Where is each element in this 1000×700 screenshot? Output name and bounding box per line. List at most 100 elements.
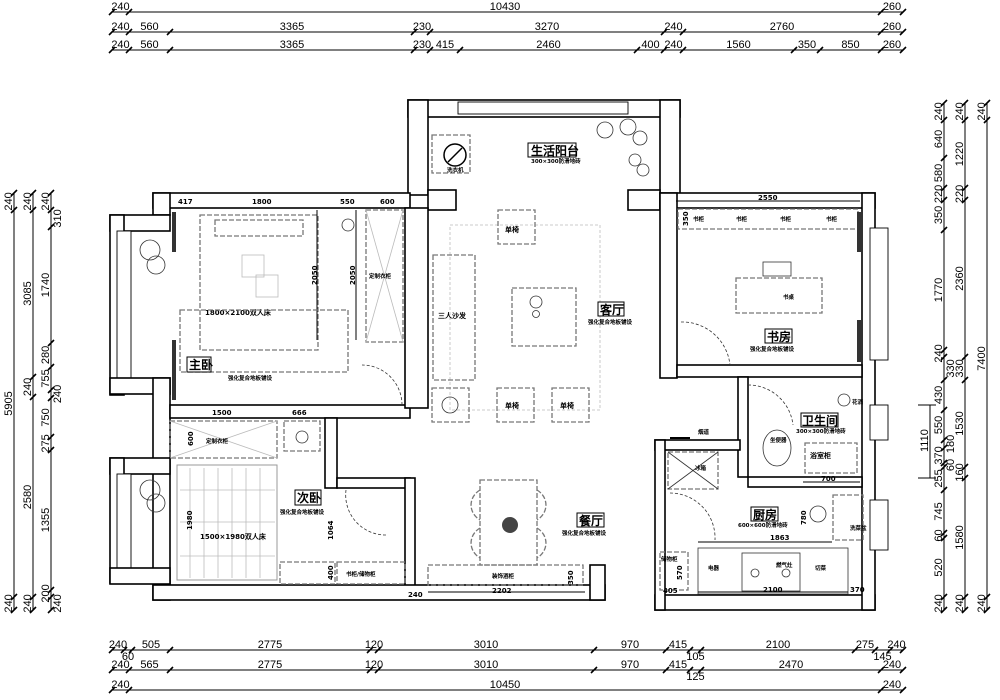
dimension-label: 3365 (280, 39, 304, 51)
dimension-tick (374, 646, 382, 654)
dim-label: 1110 (919, 429, 931, 452)
master-name: 主卧 (189, 357, 213, 372)
dimension-tick (125, 28, 133, 36)
dimension-label: 180 (945, 435, 957, 453)
dining-room: 餐厅 强化复合地板铺设 装饰酒柜 350 240 2202 (408, 479, 607, 599)
dimension-tick (29, 206, 37, 214)
dimension-tick (10, 189, 18, 197)
lamp-icon (441, 396, 459, 414)
dimension-label: 60 (945, 459, 957, 471)
dimension-tick (983, 116, 991, 124)
dimension-label: 240 (954, 102, 966, 120)
shower-label: 花洒 (852, 398, 864, 406)
door-swing (747, 384, 794, 426)
dim-label: 600 (187, 431, 195, 446)
dim-label: 1980 (186, 510, 194, 530)
study-name: 书房 (767, 329, 791, 344)
dimension-label: 415 (669, 639, 687, 651)
dimension-label: 1560 (726, 39, 750, 51)
dimension-label: 1580 (954, 525, 966, 549)
dimension-tick (961, 463, 969, 471)
dimension-tick (940, 459, 948, 467)
dimension-tick (47, 606, 55, 614)
dining-floor: 强化复合地板铺设 (562, 529, 607, 537)
dimension-label: 3010 (474, 659, 498, 671)
kitchen-name: 厨房 (753, 507, 777, 522)
dimension-label: 240 (111, 21, 129, 33)
kitchen-floor: 600×600防滑地砖 (738, 521, 788, 529)
dimension-label: 505 (142, 639, 160, 651)
cabinet-label: 装饰酒柜 (492, 572, 515, 580)
dimension-tick (877, 666, 885, 674)
fridge-label: 冰箱 (695, 464, 707, 472)
dimension-tick (940, 196, 948, 204)
dimension-tick (961, 353, 969, 361)
dimension-tick (108, 28, 116, 36)
dimension-tick (108, 666, 116, 674)
dimension-label: 640 (933, 130, 945, 148)
dimension-label: 255 (933, 469, 945, 487)
dimension-tick (940, 444, 948, 452)
dimension-tick (366, 646, 374, 654)
dimension-label: 350 (933, 206, 945, 224)
dimension-label: 240 (933, 102, 945, 120)
wardrobe (169, 420, 278, 459)
dimension-tick (456, 46, 464, 54)
dimension-label: 240 (52, 594, 64, 612)
dimension-tick (29, 593, 37, 601)
washer-label: 洗衣机 (447, 166, 464, 174)
dimension-label: 230 (413, 21, 431, 33)
dimension-tick (125, 8, 133, 16)
wardrobe-label: 定制衣柜 (368, 272, 392, 280)
dim-label: 1863 (770, 534, 790, 542)
bath-name: 卫生间 (802, 413, 838, 428)
vanity (804, 442, 858, 474)
dimension-tick (660, 28, 668, 36)
dim-label: 600 (380, 198, 395, 206)
dimension-label: 520 (933, 558, 945, 576)
dimension-tick (679, 46, 687, 54)
dimension-tick (686, 646, 694, 654)
dimension-label: 3085 (22, 281, 34, 305)
curtain-icon (172, 212, 176, 400)
dim-label: 550 (340, 198, 355, 206)
dimension-tick (899, 46, 907, 54)
dimension-tick (10, 206, 18, 214)
dimension-label: 105 (686, 651, 704, 663)
desk-label: 书桌 (783, 293, 795, 301)
sink-label: 洗菜盆 (850, 524, 867, 532)
dimension-label: 240 (111, 39, 129, 51)
dimension-tick (426, 28, 434, 36)
dimension-tick (590, 666, 598, 674)
dimension-label: 240 (883, 679, 901, 691)
dimension-label: 2580 (22, 485, 34, 509)
dim-label: 666 (292, 409, 307, 417)
dimension-label: 2460 (536, 39, 560, 51)
dimension-tick (877, 28, 885, 36)
dimension-tick (29, 393, 37, 401)
study-floor: 强化复合地板铺设 (750, 345, 795, 353)
dim-label: 417 (178, 198, 193, 206)
dimension-label: 145 (873, 651, 891, 663)
dimension-tick (940, 593, 948, 601)
dimension-tick (47, 394, 55, 402)
toilet (762, 429, 792, 467)
dimension-tick (697, 646, 705, 654)
bed-label: 1500×1980双人床 (200, 532, 267, 541)
dining-name: 餐厅 (579, 513, 603, 528)
dimension-tick (816, 46, 824, 54)
dimension-label: 310 (52, 209, 64, 227)
shelf-label: 书柜 (780, 215, 792, 223)
dimension-tick (961, 593, 969, 601)
dimension-tick (940, 116, 948, 124)
shelf-label: 书柜/储物柜 (346, 570, 376, 578)
wine-cabinet (427, 564, 584, 586)
dimension-label: 220 (933, 185, 945, 203)
dim-label: 240 (408, 591, 423, 599)
sink (832, 494, 864, 541)
dimension-label: 560 (140, 39, 158, 51)
dimension-tick (660, 46, 668, 54)
dimension-label: 755 (40, 369, 52, 387)
door-swing (361, 364, 403, 406)
